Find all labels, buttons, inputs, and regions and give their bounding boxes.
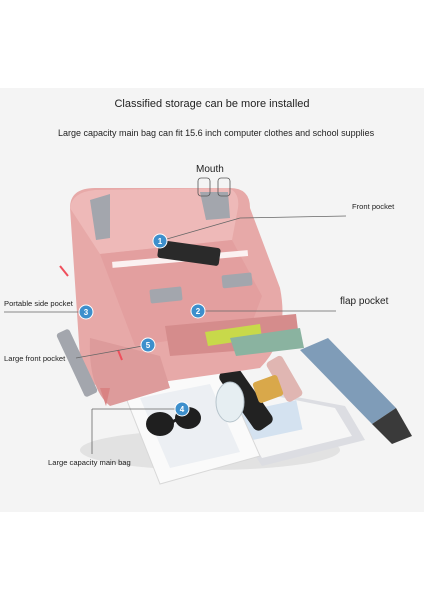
product-image-panel: 1 2 3 4 5 Classified storage can be more… — [0, 88, 424, 512]
umbrella-image — [300, 338, 412, 444]
label-portable-side-pocket: Portable side pocket — [4, 299, 73, 308]
label-mouth: Mouth — [196, 164, 224, 175]
label-large-front-pocket: Large front pocket — [4, 354, 66, 363]
marker-3: 3 — [78, 304, 94, 320]
phone-image — [157, 240, 221, 266]
label-large-capacity-main-bag: Large capacity main bag — [48, 458, 131, 467]
marker-4: 4 — [174, 401, 190, 417]
backpack-illustration: 1 2 3 4 5 — [4, 177, 412, 485]
svg-text:5: 5 — [146, 341, 151, 350]
leader-lines — [4, 215, 347, 454]
marker-5: 5 — [140, 337, 156, 353]
subheadline: Large capacity main bag can fit 15.6 inc… — [58, 128, 375, 138]
label-front-pocket: Front pocket — [352, 202, 395, 211]
svg-text:3: 3 — [84, 308, 89, 317]
markers: 1 2 3 4 5 — [78, 233, 206, 417]
svg-text:1: 1 — [158, 237, 163, 246]
svg-text:2: 2 — [196, 307, 201, 316]
svg-text:4: 4 — [180, 405, 185, 414]
marker-2: 2 — [190, 303, 206, 319]
mouth-icon — [197, 177, 231, 197]
backpack-body — [56, 188, 304, 406]
marker-1: 1 — [152, 233, 168, 249]
headline: Classified storage can be more installed — [114, 98, 310, 110]
label-flap-pocket: flap pocket — [340, 296, 389, 307]
items-image — [215, 355, 303, 431]
